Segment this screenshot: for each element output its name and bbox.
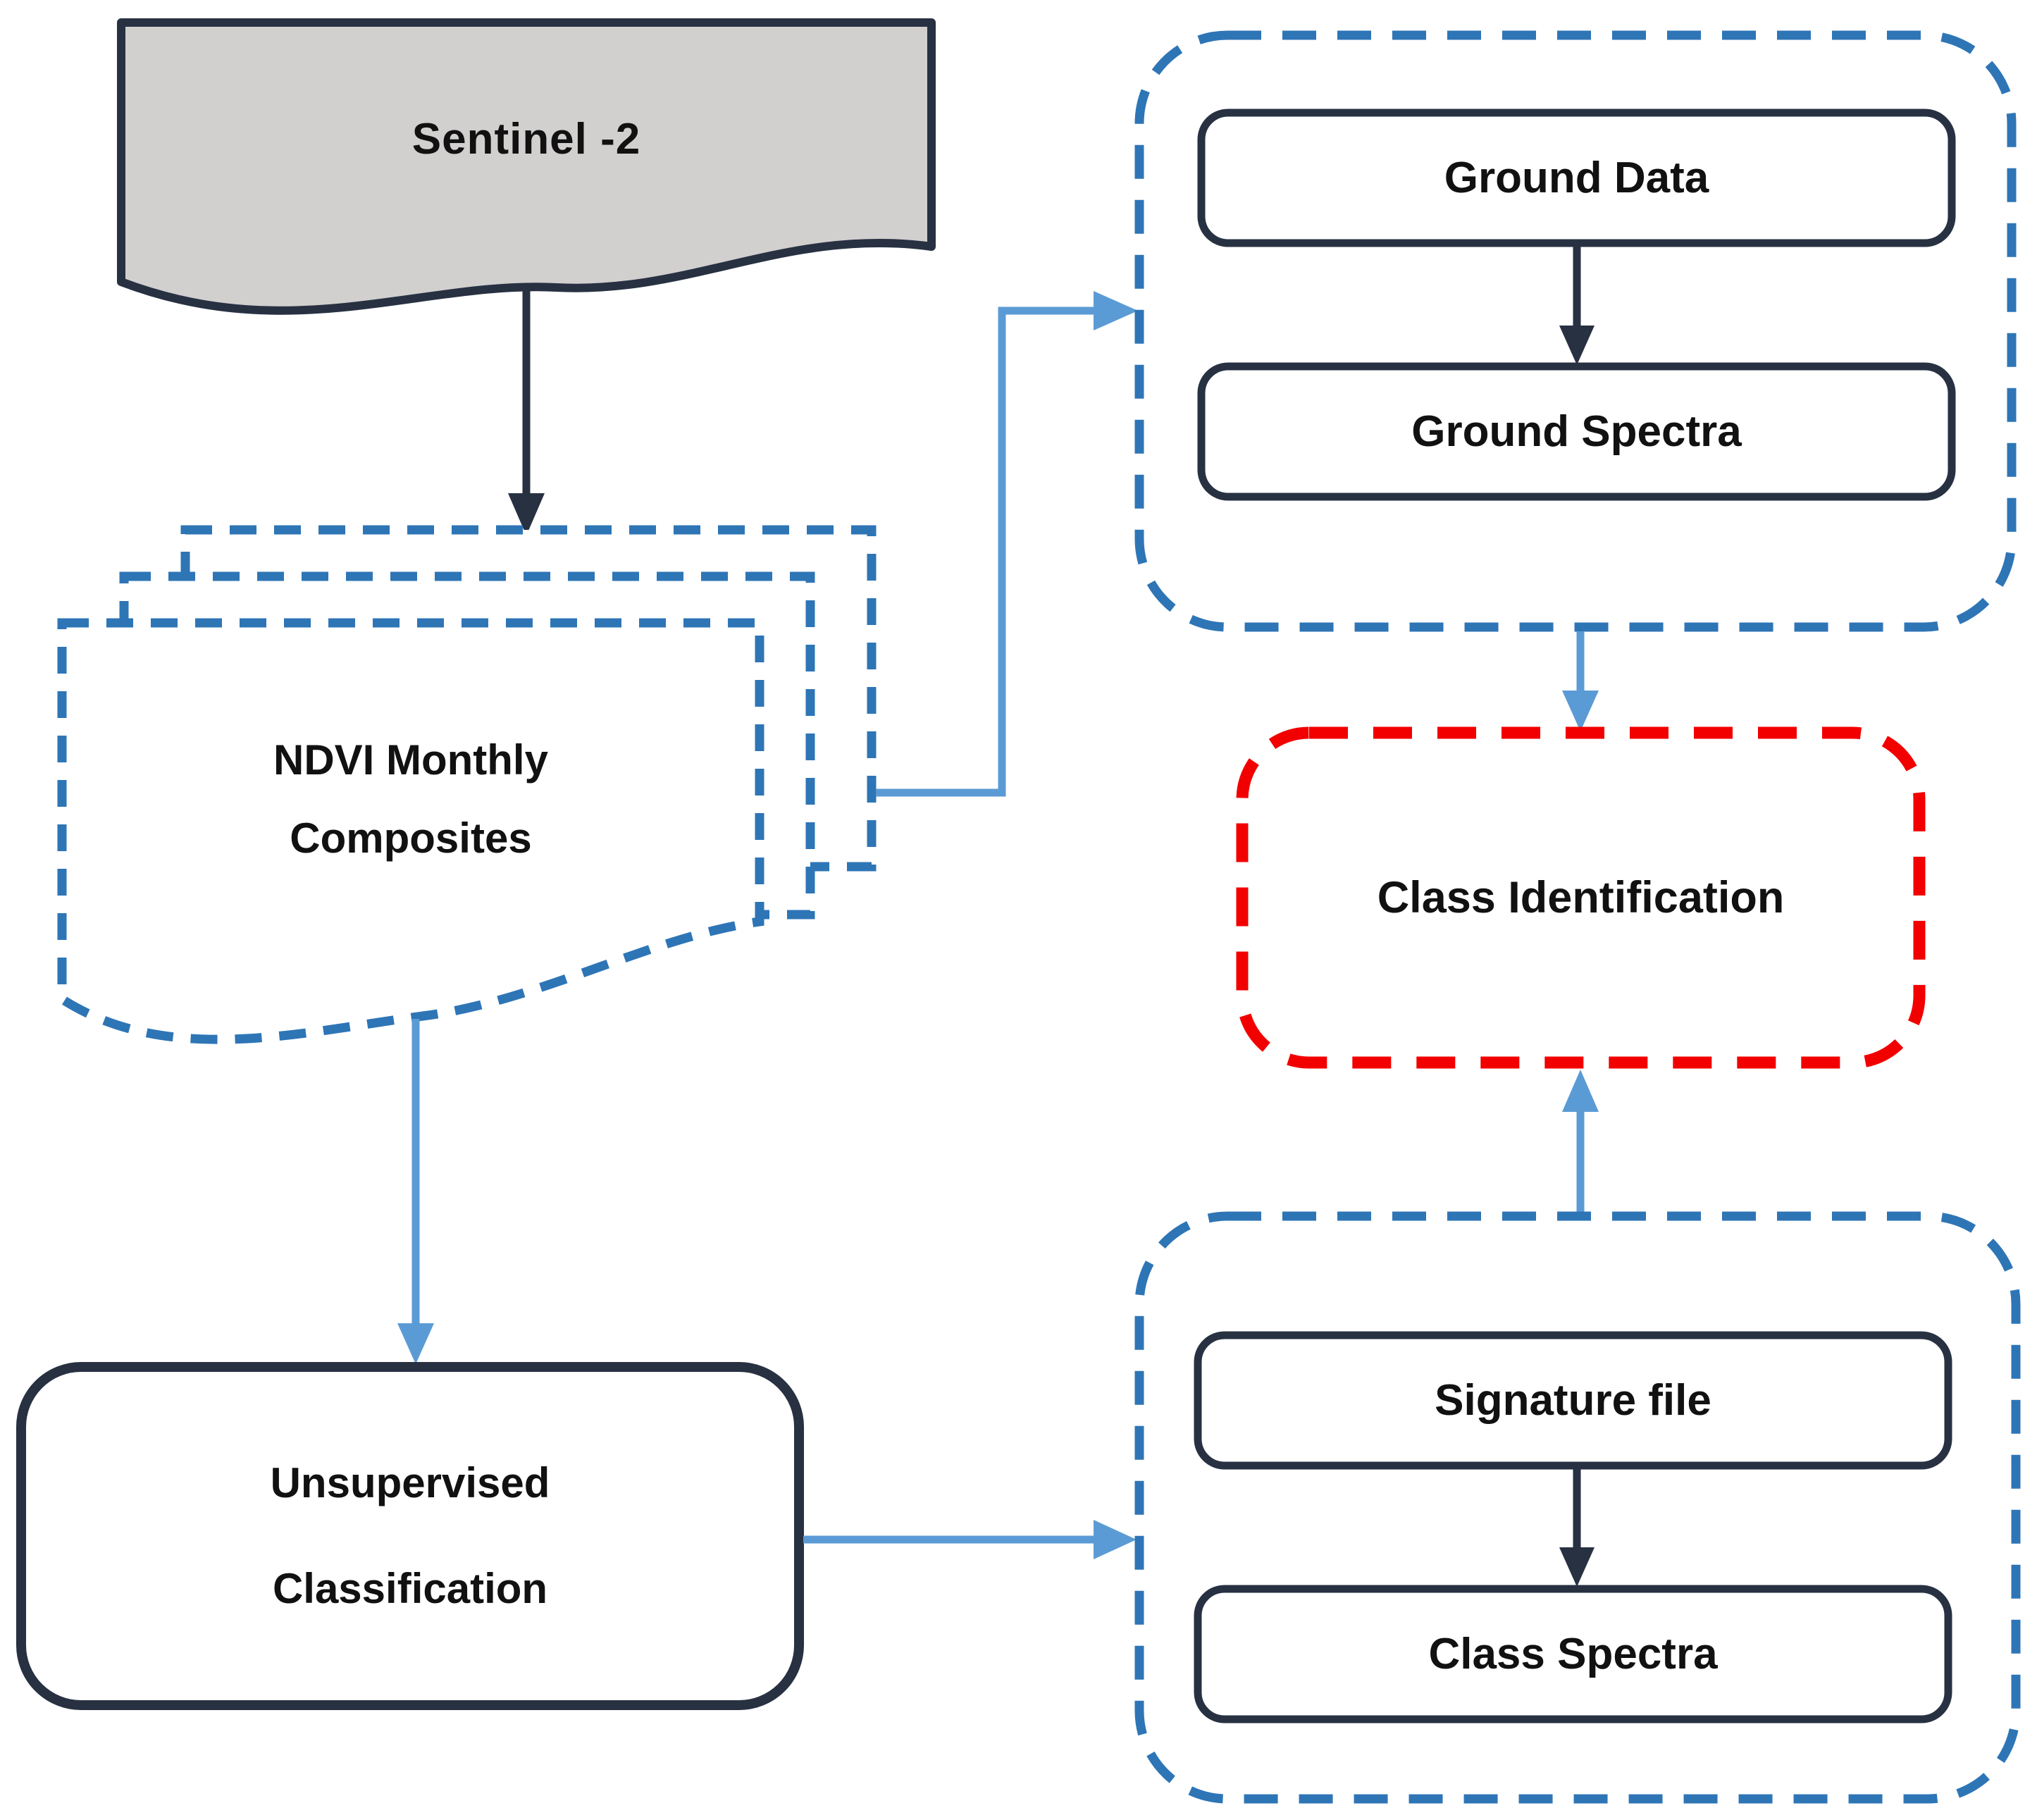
flow-arrow-sentinel-to-ndvi	[508, 286, 545, 536]
ground-spectra-box	[1197, 362, 1956, 501]
unsupervised-box	[16, 1362, 804, 1710]
arrow-signature-file-to-class-spectra	[1559, 1469, 1595, 1587]
ndvi-stack-front-sheet	[57, 618, 764, 1044]
connector-ndvi-to-ground-group	[876, 291, 1138, 797]
arrow-ground-data-to-ground-spectra	[1559, 247, 1595, 365]
ground-group-container	[1134, 30, 2017, 632]
flow-arrow-ndvi-to-unsupervised	[397, 1019, 434, 1364]
arrow-ground-group-to-class-identification	[1562, 631, 1599, 731]
arrow-signature-group-to-class-identification	[1562, 1070, 1599, 1212]
ground-data-box	[1197, 109, 1956, 247]
class-identification-box	[1236, 726, 1926, 1069]
sentinel-document-shape	[117, 18, 936, 315]
connector-unsupervised-to-signature-group	[803, 1520, 1137, 1559]
signature-group-container	[1134, 1211, 2021, 1804]
class-spectra-box	[1194, 1585, 1952, 1723]
signature-file-box	[1194, 1331, 1952, 1470]
